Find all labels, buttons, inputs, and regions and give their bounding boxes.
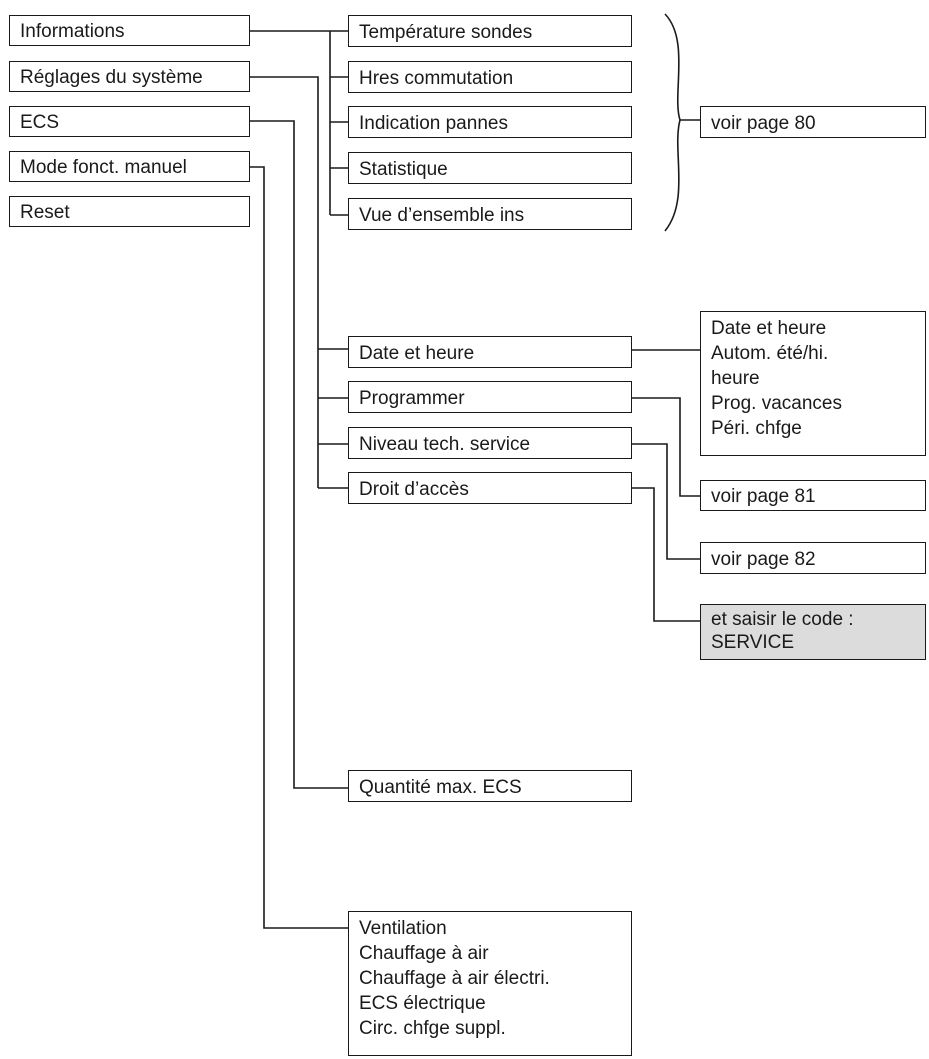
connector-service xyxy=(632,443,700,560)
option-air-heating: Chauffage à air xyxy=(359,943,489,964)
submenu-max-ecs-quantity[interactable]: Quantité max. ECS xyxy=(348,770,632,802)
ref-page-82[interactable]: voir page 82 xyxy=(700,542,926,574)
submenu-fault-indication[interactable]: Indication pannes xyxy=(348,106,632,138)
connector-manual xyxy=(250,166,348,929)
option-hour: heure xyxy=(711,368,760,389)
menu-manual-mode[interactable]: Mode fonct. manuel xyxy=(9,151,250,182)
ref-page-81[interactable]: voir page 81 xyxy=(700,480,926,511)
submenu-statistics[interactable]: Statistique xyxy=(348,152,632,184)
option-electric-ecs: ECS électrique xyxy=(359,993,486,1014)
option-heating-period: Péri. chfge xyxy=(711,418,802,439)
access-code-value: SERVICE xyxy=(711,632,795,653)
connector-system xyxy=(250,76,348,489)
manual-mode-options[interactable]: Ventilation Chauffage à air Chauffage à … xyxy=(348,911,632,1056)
submenu-access-rights[interactable]: Droit d’accès xyxy=(348,472,632,504)
connector-ecs xyxy=(250,120,348,789)
option-holiday-program: Prog. vacances xyxy=(711,393,842,414)
submenu-date-time[interactable]: Date et heure xyxy=(348,336,632,368)
menu-reset[interactable]: Reset xyxy=(9,196,250,227)
submenu-service-level[interactable]: Niveau tech. service xyxy=(348,427,632,459)
menu-ecs[interactable]: ECS xyxy=(9,106,250,137)
submenu-switching-hours[interactable]: Hres commutation xyxy=(348,61,632,93)
menu-informations[interactable]: Informations xyxy=(9,15,250,46)
submenu-programmer[interactable]: Programmer xyxy=(348,381,632,413)
submenu-sensor-temperature[interactable]: Température sondes xyxy=(348,15,632,47)
option-ventilation: Ventilation xyxy=(359,918,447,939)
ref-page-80[interactable]: voir page 80 xyxy=(700,106,926,138)
connector-access xyxy=(632,487,700,622)
submenu-system-overview[interactable]: Vue d’ensemble ins xyxy=(348,198,632,230)
option-auto-summer-winter: Autom. été/hi. xyxy=(711,343,829,364)
brace-informations xyxy=(664,13,681,232)
menu-system-settings[interactable]: Réglages du système xyxy=(9,61,250,92)
connector-informations xyxy=(250,30,348,216)
connector-programmer xyxy=(632,397,700,497)
access-code-instruction: et saisir le code : xyxy=(711,609,854,630)
date-time-options[interactable]: Date et heure Autom. été/hi. heure Prog.… xyxy=(700,311,926,456)
option-date-time: Date et heure xyxy=(711,318,827,339)
access-code-box[interactable]: et saisir le code : SERVICE xyxy=(700,604,926,660)
option-electric-air-heating: Chauffage à air électri. xyxy=(359,968,550,989)
option-extra-heating-circuit: Circ. chfge suppl. xyxy=(359,1018,506,1039)
